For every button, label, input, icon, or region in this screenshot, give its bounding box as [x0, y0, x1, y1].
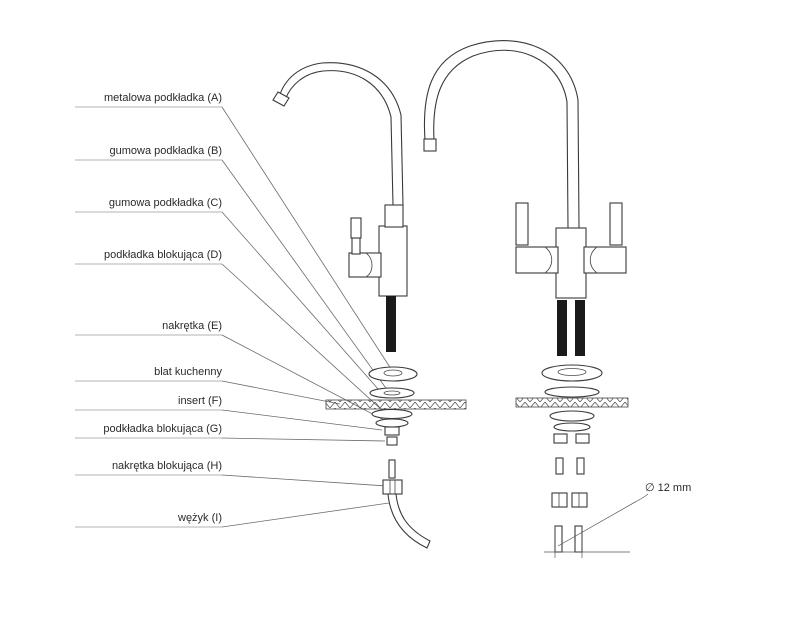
handle-block	[348, 252, 382, 278]
leader-lines	[221, 106, 394, 528]
dimension-annotation: ∅ 12 mm	[544, 482, 691, 558]
threaded-stem-left	[557, 300, 567, 356]
double-lever-faucet	[423, 40, 629, 553]
dimension-label: ∅ 12 mm	[645, 482, 691, 494]
single-lever-faucet	[272, 62, 467, 549]
leader-c	[221, 211, 387, 399]
right-handle-knob	[609, 202, 623, 246]
dimension-leader	[557, 496, 645, 547]
spout-tip	[272, 91, 290, 107]
metal-washer-right	[541, 364, 603, 382]
nut-e	[384, 426, 400, 436]
rubber-washer-right	[544, 386, 600, 398]
leader-g	[221, 437, 386, 442]
leader-h	[221, 474, 388, 487]
handle-lever	[351, 237, 361, 255]
leader-a	[221, 106, 394, 373]
insert-right-left	[555, 457, 564, 475]
nut-right-right	[575, 433, 590, 444]
label-lock-washer-d: podkładka blokująca (D)	[104, 249, 222, 261]
insert-f	[386, 436, 398, 446]
lock-nut-right-left	[551, 492, 568, 508]
label-countertop: blat kuchenny	[154, 366, 222, 378]
rubber-washer-right-c	[549, 410, 595, 422]
faucet-body-right	[555, 227, 587, 299]
label-rubber-washer-b: gumowa podkładka (B)	[109, 145, 222, 157]
label-lock-nut-h: nakrętka blokująca (H)	[112, 460, 222, 472]
faucet-body	[378, 225, 408, 297]
leader-countertop	[221, 380, 341, 405]
lock-nut-right-right	[571, 492, 588, 508]
left-handle-block	[515, 246, 559, 274]
faucet-neck	[384, 204, 404, 228]
rubber-washer-c	[371, 408, 413, 420]
label-lock-washer-g: podkładka blokująca (G)	[103, 423, 222, 435]
hose-stub-right	[574, 525, 583, 553]
lock-washer-g	[388, 459, 396, 479]
leader-i	[221, 502, 390, 528]
leader-f	[221, 409, 383, 431]
label-insert-f: insert (F)	[178, 395, 222, 407]
lock-washer-d	[375, 418, 409, 428]
labels-group: metalowa podkładka (A) gumowa podkładka …	[75, 92, 222, 528]
leader-b	[221, 159, 389, 392]
label-metal-washer-a: metalowa podkładka (A)	[104, 92, 222, 104]
rubber-washer-b	[369, 387, 415, 399]
metal-washer-a	[368, 366, 418, 382]
spout-tip-right	[423, 138, 437, 152]
hose-stub-left	[554, 525, 563, 553]
handle-knob	[350, 217, 362, 239]
label-nut-e: nakrętka (E)	[162, 320, 222, 332]
insert-right-right	[576, 457, 585, 475]
countertop-left	[325, 399, 467, 410]
lock-nut-h	[382, 479, 403, 495]
lock-washer-right-d	[553, 422, 591, 432]
label-rubber-washer-c: gumowa podkładka (C)	[109, 197, 222, 209]
threaded-stem-right	[575, 300, 585, 356]
leader-d	[221, 263, 384, 412]
hose-i	[387, 493, 431, 549]
threaded-stem	[386, 296, 396, 352]
nut-right-left	[553, 433, 568, 444]
countertop-right	[515, 397, 629, 408]
left-handle-knob	[515, 202, 529, 246]
right-handle-block	[583, 246, 627, 274]
label-hose-i: wężyk (I)	[177, 512, 222, 524]
